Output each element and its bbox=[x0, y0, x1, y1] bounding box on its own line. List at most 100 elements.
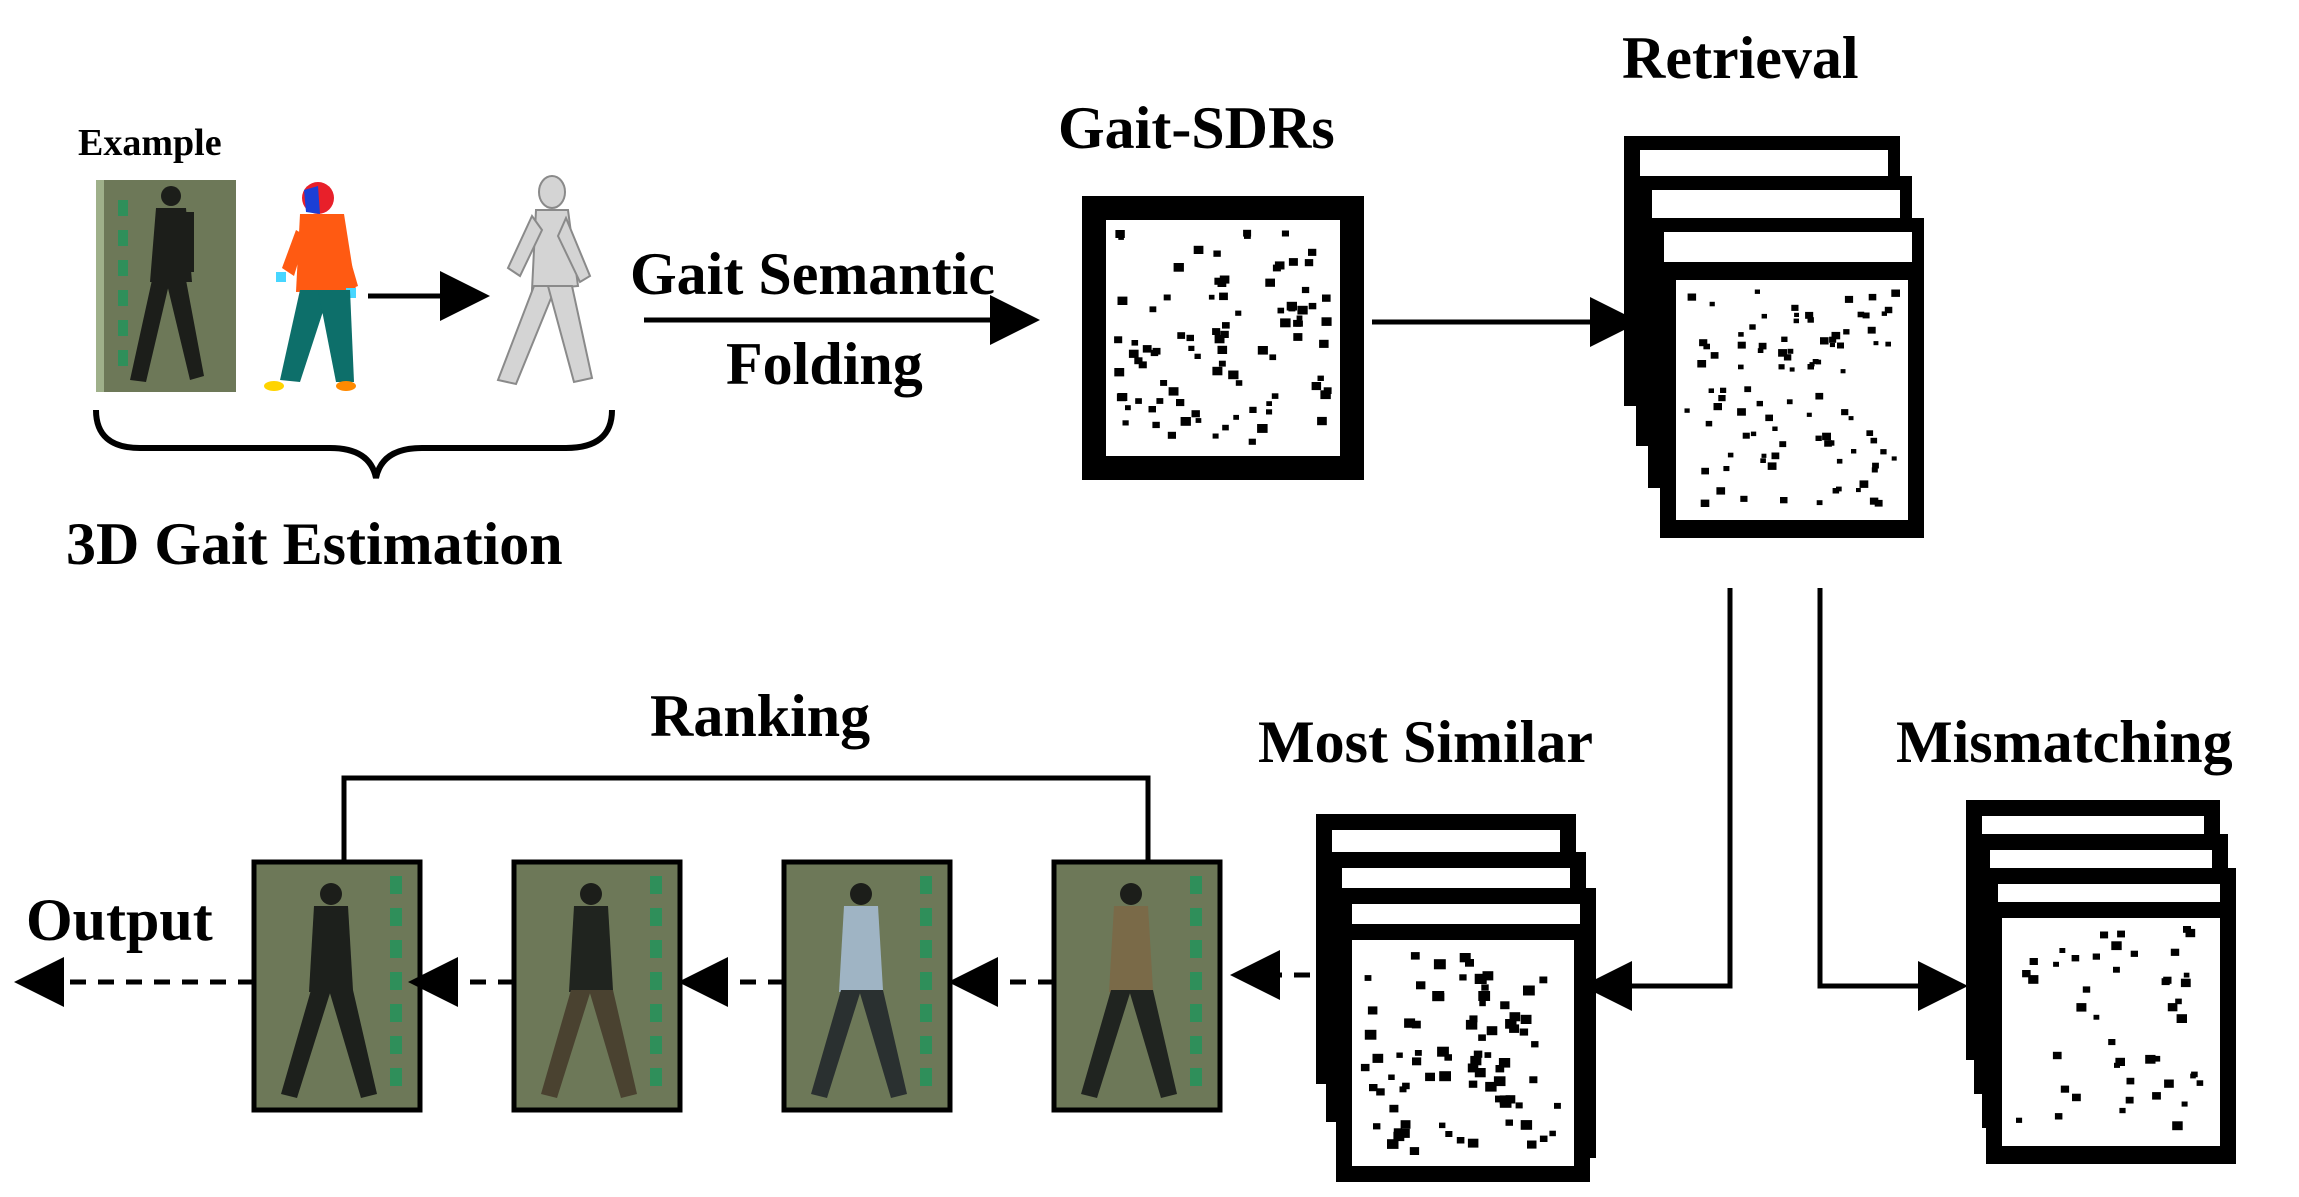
sdr-bit bbox=[2196, 1080, 2204, 1086]
sdr-bit bbox=[1218, 360, 1226, 367]
sdr-bit bbox=[1122, 420, 1129, 426]
sdr-bit bbox=[1760, 458, 1766, 463]
sdr-bit bbox=[1832, 488, 1840, 494]
sdr-bit bbox=[1321, 317, 1332, 326]
sdr-bit bbox=[1699, 339, 1708, 347]
sdr-bit bbox=[1738, 332, 1744, 337]
to-mismatching-arrow bbox=[1817, 588, 1968, 1011]
sdr-bit bbox=[1500, 1001, 1510, 1010]
sdr-bit bbox=[2059, 948, 2066, 953]
sdr-bit bbox=[2108, 1039, 2116, 1046]
sdr-bit bbox=[1486, 1026, 1498, 1036]
sdr-bit bbox=[1149, 306, 1157, 313]
sdr-bit bbox=[1716, 487, 1726, 495]
sdr-bit bbox=[1117, 393, 1128, 401]
ranking-label: Ranking bbox=[650, 683, 871, 749]
retrieval-bits bbox=[1684, 289, 1900, 507]
sdr-bit bbox=[1868, 293, 1877, 301]
sdr-bit bbox=[1831, 331, 1841, 340]
sdr-bit bbox=[1125, 405, 1131, 411]
sdr-bit bbox=[1217, 345, 1228, 354]
sdr-bit bbox=[1257, 424, 1268, 433]
sdr-bit bbox=[1873, 341, 1879, 346]
sdr-bit bbox=[1738, 364, 1744, 370]
ranking-bracket bbox=[341, 775, 1151, 862]
sdr-bit bbox=[1404, 1018, 1416, 1028]
ranked-photos bbox=[251, 859, 1223, 1113]
sdr-bit bbox=[2153, 1055, 2161, 1062]
sdr-bit bbox=[1468, 1080, 1478, 1088]
sdr-bit bbox=[1862, 312, 1870, 319]
example-label: Example bbox=[78, 122, 222, 164]
sdr-bit bbox=[1180, 417, 1191, 426]
sdr-bit bbox=[1465, 959, 1474, 967]
mismatching-bits bbox=[2016, 926, 2204, 1131]
sdr-bit bbox=[1757, 348, 1764, 353]
sdr-bit bbox=[1387, 1139, 1399, 1149]
output-label: Output bbox=[26, 887, 213, 953]
sdr-bit bbox=[1539, 1135, 1548, 1142]
sdr-bit bbox=[1780, 497, 1788, 504]
sdr-bit bbox=[1856, 488, 1861, 493]
sdr-bit bbox=[1212, 433, 1219, 439]
sdr-bit bbox=[1713, 403, 1722, 411]
sdr-bit bbox=[1293, 333, 1303, 341]
sdr-bit bbox=[1857, 311, 1865, 318]
sdr-bit bbox=[1193, 245, 1204, 254]
sdr-bit bbox=[1228, 370, 1239, 380]
sdr-bit bbox=[1317, 375, 1324, 381]
sdr-bit bbox=[1271, 393, 1279, 399]
sdr-bit bbox=[2022, 970, 2031, 978]
gait-sdrs-label: Gait-SDRs bbox=[1058, 95, 1335, 161]
sdr-bit bbox=[2115, 1057, 2125, 1066]
sdr-bit bbox=[1322, 294, 1331, 302]
retrieval-stack bbox=[1624, 136, 1924, 538]
sdr-bit bbox=[1767, 462, 1777, 470]
sdr-bit bbox=[2072, 1093, 2081, 1102]
sdr-bit bbox=[1701, 467, 1709, 475]
estimation-brace bbox=[93, 409, 615, 479]
sdr-bit bbox=[1509, 1024, 1520, 1033]
sdr-bit bbox=[1142, 345, 1152, 353]
sdr-bit bbox=[1700, 499, 1710, 507]
sdr-bit bbox=[2125, 1096, 2134, 1104]
sdr-bit bbox=[1820, 337, 1829, 345]
mismatching-stack bbox=[1966, 800, 2236, 1164]
sdr-bit bbox=[1274, 261, 1285, 270]
sdr-bit bbox=[1880, 449, 1887, 455]
sdr-bit bbox=[1235, 310, 1242, 316]
sdr-bit bbox=[1399, 1128, 1410, 1138]
sdr-bit bbox=[1869, 497, 1879, 505]
sdr-bit bbox=[1705, 420, 1713, 427]
sdr-bit bbox=[1265, 278, 1275, 287]
sdr-bit bbox=[2145, 1054, 2156, 1064]
sdr-bit bbox=[1219, 292, 1228, 301]
sdr-bit bbox=[2185, 928, 2196, 938]
sdr-bit bbox=[1297, 305, 1308, 315]
sdr-bit bbox=[1687, 293, 1697, 301]
gait-sdr-bits bbox=[1114, 229, 1332, 445]
sdr-bit bbox=[1467, 1063, 1479, 1073]
sdr-bit bbox=[1872, 462, 1879, 469]
sdr-bit bbox=[1323, 387, 1332, 394]
sdr-bit bbox=[1737, 408, 1746, 416]
sdr-bit bbox=[2163, 976, 2172, 984]
sdr-bit bbox=[1791, 304, 1799, 311]
mismatching-label: Mismatching bbox=[1896, 709, 2233, 775]
sdr-bit bbox=[1822, 432, 1831, 441]
sdr-bit bbox=[2100, 931, 2109, 939]
sdr-bit bbox=[1465, 1019, 1478, 1030]
sdr-bit bbox=[1867, 326, 1876, 334]
sdr-bit bbox=[1399, 1086, 1407, 1093]
sdr-bit bbox=[1163, 294, 1171, 301]
sdr-bit bbox=[1520, 1014, 1532, 1024]
sdr-bit bbox=[1482, 971, 1494, 981]
sdr-bit bbox=[1138, 361, 1147, 369]
sdr-bit bbox=[1703, 343, 1710, 350]
sdr-bit bbox=[1301, 286, 1310, 294]
sdr-bit bbox=[1369, 1084, 1378, 1092]
sdr-bit bbox=[1396, 1052, 1403, 1058]
sdr-bit bbox=[1708, 388, 1714, 393]
sdr-bit bbox=[1470, 1055, 1482, 1066]
sdr-bit bbox=[1191, 410, 1200, 418]
